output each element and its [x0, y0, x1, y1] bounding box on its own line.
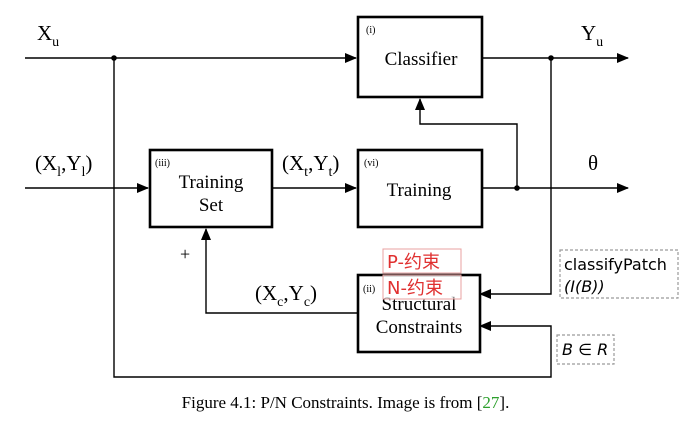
classify-patch-line2: (I(B))	[564, 277, 605, 296]
classifier-block: (i) Classifier	[356, 15, 484, 99]
classifier-label: Classifier	[385, 49, 458, 70]
training-label: Training	[387, 180, 452, 201]
p-constraint-label: P-约束	[387, 252, 440, 273]
yu-label: Yu	[581, 21, 603, 50]
caption-reference-link[interactable]: 27	[482, 393, 500, 412]
structural-label-line2: Constraints	[376, 317, 463, 338]
structural-tag: (ii)	[363, 284, 375, 295]
caption-text: Figure 4.1: P/N Constraints. Image is fr…	[181, 393, 483, 412]
n-constraint-label: N-约束	[387, 278, 443, 299]
classifier-tag: (i)	[366, 25, 375, 36]
junction-dot-xu	[111, 55, 117, 61]
junction-dot-theta	[514, 185, 520, 191]
training-set-label-line1: Training	[179, 172, 244, 193]
labeled-data-label: (Xl,Yl)	[35, 151, 92, 180]
xu-feedback-line	[113, 58, 552, 378]
connections	[25, 53, 629, 378]
structural-to-training-set-arrow	[201, 228, 357, 314]
n-constraint-annotation: N-约束	[382, 274, 462, 300]
constraint-data-label: (Xc,Yc)	[255, 281, 317, 310]
training-block: (vi) Training	[356, 148, 484, 229]
figure-caption: Figure 4.1: P/N Constraints. Image is fr…	[0, 393, 691, 413]
training-data-label: (Xt,Yt)	[282, 151, 339, 180]
classify-patch-annotation: classifyPatch (I(B))	[559, 249, 679, 299]
training-set-label-line2: Set	[199, 195, 224, 216]
p-constraint-annotation: P-约束	[382, 248, 462, 274]
theta-to-classifier-arrow	[415, 98, 518, 188]
plus-sign: +	[180, 244, 190, 264]
junction-dot-yu	[548, 55, 554, 61]
b-in-r-annotation: B ∈ R	[556, 334, 615, 365]
training-set-tag: (iii)	[155, 158, 170, 169]
b-in-r-label: B ∈ R	[562, 340, 608, 359]
classify-patch-line1: classifyPatch	[564, 255, 667, 274]
xu-label: Xu	[37, 21, 59, 50]
training-tag: (vi)	[364, 158, 378, 169]
yu-to-structural-arrow	[479, 58, 552, 299]
theta-label: θ	[588, 151, 598, 175]
training-set-block: (iii) Training Set	[148, 148, 274, 229]
caption-end: ].	[499, 393, 510, 412]
